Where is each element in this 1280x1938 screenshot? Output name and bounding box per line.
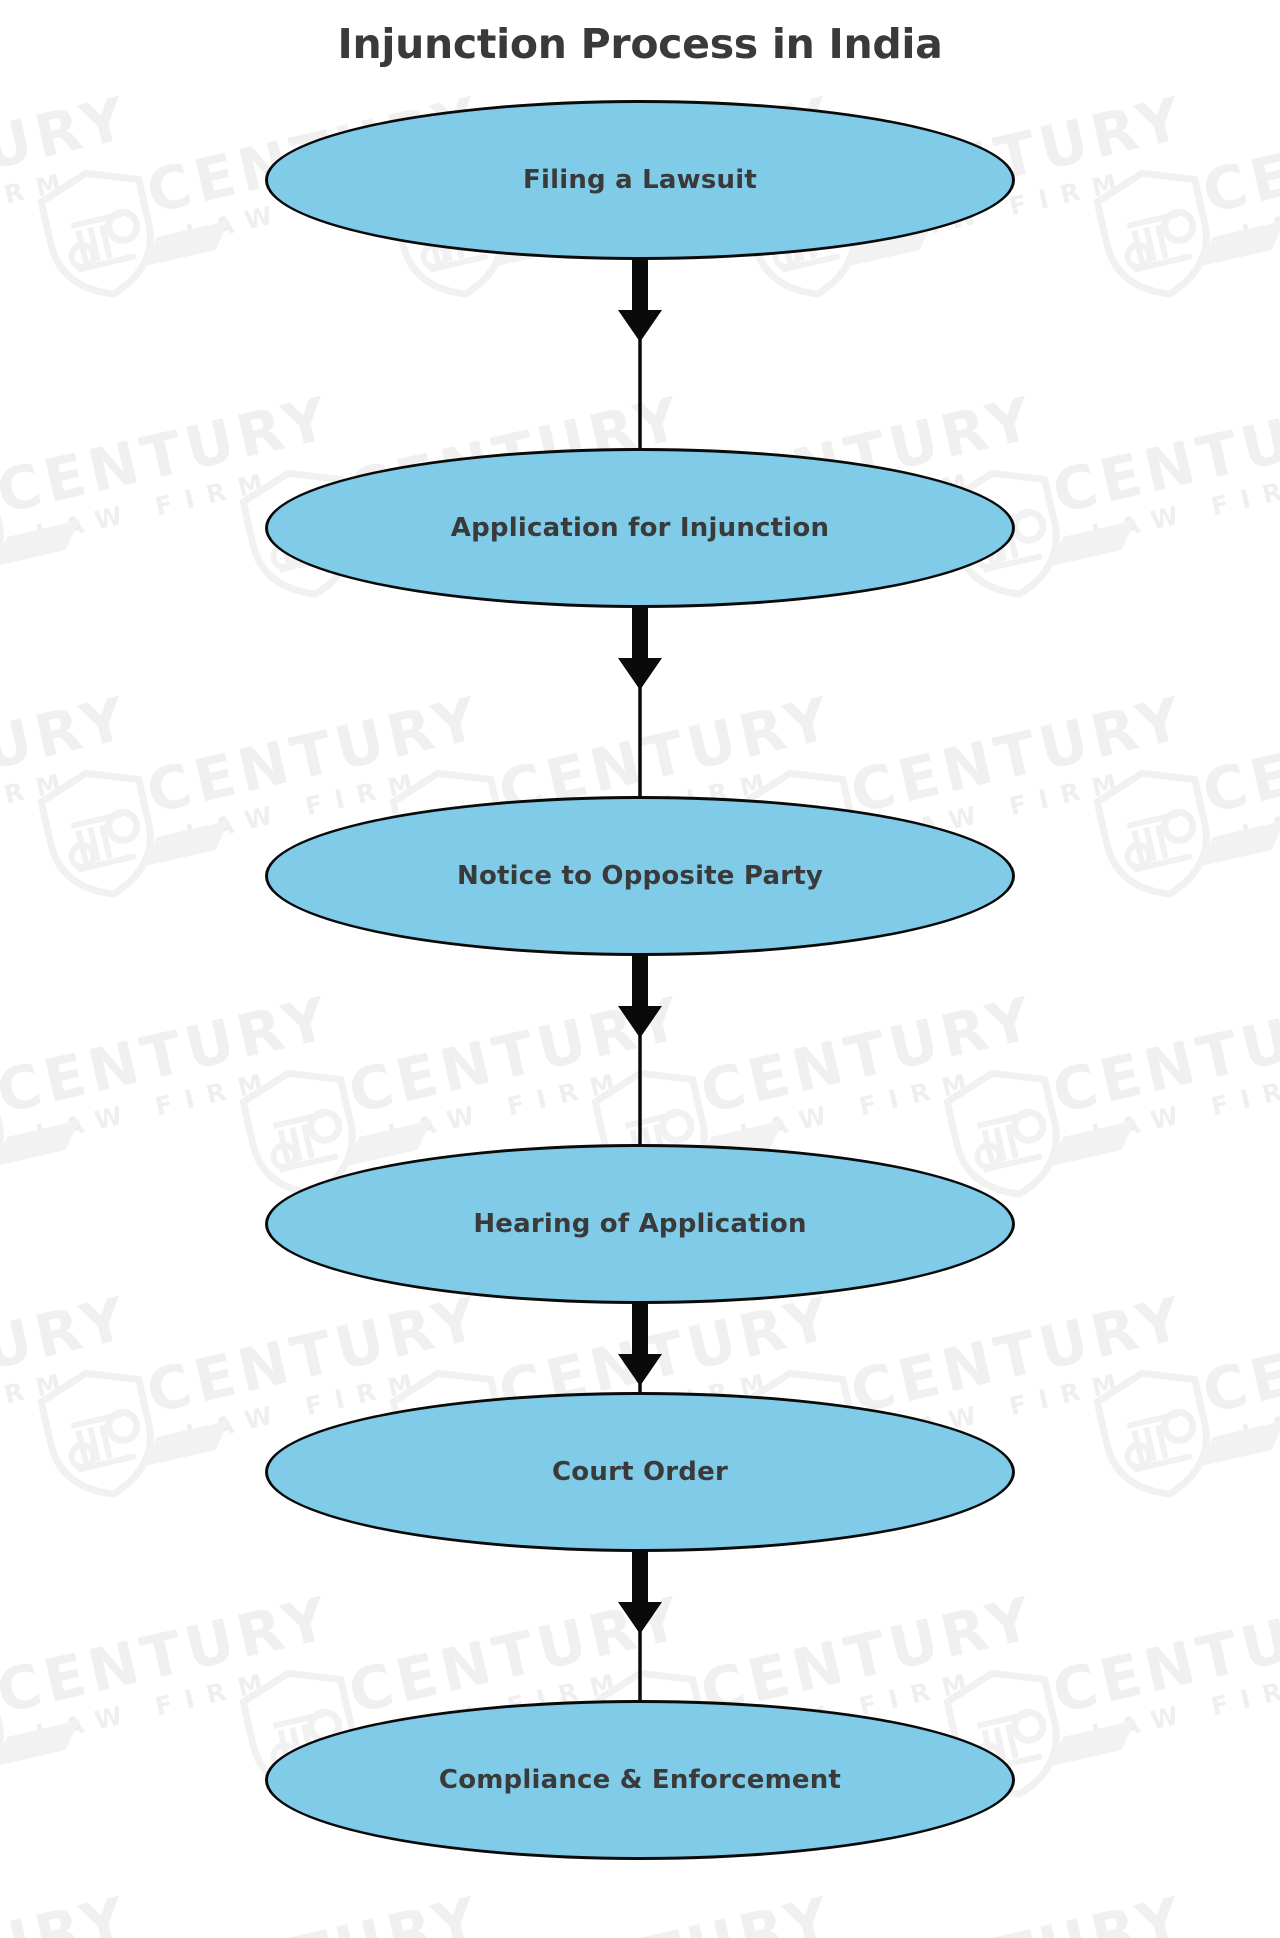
arrow-down-icon bbox=[618, 1550, 662, 1710]
flow-edge-5-to-6 bbox=[610, 1550, 670, 1710]
flow-node-filing-a-lawsuit[interactable]: Filing a Lawsuit bbox=[265, 100, 1015, 260]
flow-node-label: Notice to Opposite Party bbox=[457, 861, 823, 891]
arrow-down-icon bbox=[618, 606, 662, 816]
page-title: Injunction Process in India bbox=[337, 20, 943, 68]
arrow-down-icon bbox=[618, 954, 662, 1164]
flow-edge-3-to-4 bbox=[610, 954, 670, 1164]
flow-node-notice-to-opposite-party[interactable]: Notice to Opposite Party bbox=[265, 796, 1015, 956]
arrow-down-icon bbox=[618, 258, 662, 468]
flow-edge-1-to-2 bbox=[610, 258, 670, 468]
flow-node-label: Compliance & Enforcement bbox=[438, 1765, 842, 1795]
flow-node-label: Hearing of Application bbox=[473, 1209, 807, 1239]
flow-node-compliance-and-enforcement[interactable]: Compliance & Enforcement bbox=[265, 1700, 1015, 1860]
flow-node-label: Application for Injunction bbox=[450, 513, 830, 543]
flow-node-court-order[interactable]: Court Order bbox=[265, 1392, 1015, 1552]
flow-node-hearing-of-application[interactable]: Hearing of Application bbox=[265, 1144, 1015, 1304]
flow-node-application-for-injunction[interactable]: Application for Injunction bbox=[265, 448, 1015, 608]
flow-node-label: Court Order bbox=[552, 1457, 728, 1487]
flow-node-label: Filing a Lawsuit bbox=[523, 165, 757, 195]
flow-edge-2-to-3 bbox=[610, 606, 670, 816]
